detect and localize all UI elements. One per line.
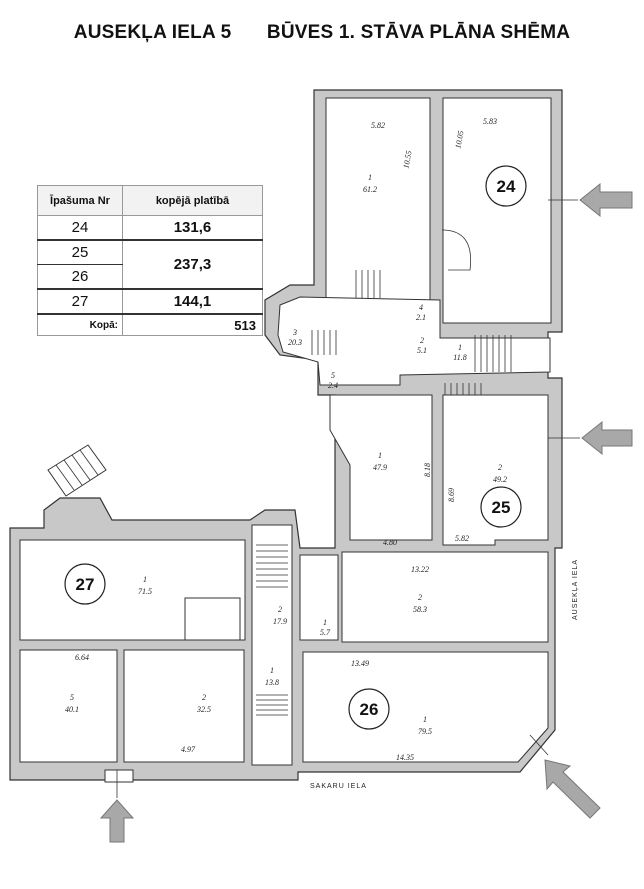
svg-text:4.80: 4.80 [383,538,397,547]
room-label-area: 17.9 [273,617,287,626]
room-label-area: 5.1 [417,346,427,355]
table-row: 27 144,1 [37,288,263,315]
header-total-area: kopējā platībā [122,185,263,216]
svg-text:13.49: 13.49 [351,659,369,668]
room-27-wc [184,597,241,641]
room-25-2 [442,394,549,546]
cell-area: 131,6 [122,215,263,241]
room-label-no: 3 [292,328,297,337]
table-row: 25 237,3 [37,239,263,290]
table-total-row: Kopā: 513 [37,313,263,336]
room-27-5 [19,649,118,763]
room-label-no: 2 [278,605,282,614]
room-label-area: 71.5 [138,587,152,596]
stair-hall [277,296,551,386]
room-label-area: 49.2 [493,475,507,484]
room-labels: 1 61.2 1 47.9 2 49.2 2 58.3 1 79.5 1 71.5 5 40.… [65,173,507,736]
svg-text:27: 27 [76,575,95,594]
room-24-1 [325,97,431,301]
room-label-no: 1 [458,343,462,352]
table-row: 24 131,6 [37,215,263,241]
room-26-2 [341,551,549,643]
svg-text:5.83: 5.83 [483,117,497,126]
street-label-sakaru: SAKARU IELA [310,783,367,790]
room-label-no: 1 [378,451,382,460]
page-title: AUSEKĻA IELA 5 BŪVES 1. STĀVA PLĀNA SHĒM… [0,22,644,44]
room-label-area: 61.2 [363,185,377,194]
property-marker-24: 24 [485,165,527,207]
walls [9,89,563,781]
svg-text:5.82: 5.82 [455,534,469,543]
property-marker-25: 25 [480,486,522,528]
room-label-no: 1 [323,618,327,627]
svg-text:6.64: 6.64 [75,653,89,662]
room-24-main [442,97,552,324]
street-label-ausekla: AUSEKĻA IELA [572,559,579,620]
stairwell [251,524,293,766]
room-label-no: 4 [419,303,423,312]
room-label-area: 13.8 [265,678,279,687]
room-label-area: 79.5 [418,727,432,736]
cell-nr: 25 [37,239,123,265]
svg-text:5.82: 5.82 [371,121,385,130]
property-marker-26: 26 [348,688,390,730]
room-26-1 [302,651,549,763]
room-label-no: 2 [418,593,422,602]
room-label-no: 2 [498,463,502,472]
room-label-area: 32.5 [196,705,211,714]
svg-text:8.69: 8.69 [447,488,456,502]
cell-area: 144,1 [122,288,263,315]
svg-text:14.35: 14.35 [396,753,414,762]
room-label-area: 2.1 [416,313,426,322]
entrance-arrow-icon [529,734,601,819]
room-label-no: 2 [420,336,424,345]
svg-text:10.05: 10.05 [454,130,466,149]
entrance-arrow-icon [548,420,633,456]
property-marker-27: 27 [64,563,106,605]
room-label-area: 2.4 [328,381,338,390]
room-label-area: 11.8 [453,353,466,362]
room-label-no: 1 [143,575,147,584]
room-label-area: 20.3 [288,338,302,347]
table-row: 26 [37,264,263,290]
svg-text:4.97: 4.97 [181,745,196,754]
room-label-area: 47.9 [373,463,387,472]
room-label-area: 40.1 [65,705,79,714]
svg-text:26: 26 [360,700,379,719]
room-label-no: 2 [202,693,206,702]
dimension-labels: 5.82 5.83 10.55 10.05 13.22 13.49 14.35 … [75,117,497,762]
room-label-no: 5 [70,693,74,702]
cell-area: 237,3 [122,239,263,290]
entrance-arrow-icon [548,182,633,218]
cell-nr: 26 [37,264,123,290]
svg-text:13.22: 13.22 [411,565,429,574]
room-label-area: 5.7 [320,628,331,637]
svg-text:25: 25 [492,498,511,517]
title-address: AUSEKĻA IELA 5 [73,22,232,43]
room-25-1 [329,394,433,541]
total-value: 513 [122,313,263,336]
room-small-corridor [299,554,339,641]
svg-text:8.18: 8.18 [423,463,432,477]
svg-text:10.55: 10.55 [402,150,414,169]
room-label-no: 5 [331,371,335,380]
title-subtitle: BŪVES 1. STĀVA PLĀNA SHĒMA [266,22,571,43]
svg-text:24: 24 [497,177,516,196]
room-label-no: 1 [368,173,372,182]
header-property-nr: Īpašuma Nr [37,185,123,216]
room-label-no: 1 [270,666,274,675]
room-label-no: 1 [423,715,427,724]
area-table: Īpašuma Nr kopējā platībā 24 131,6 25 23… [37,185,263,336]
room-label-area: 58.3 [413,605,427,614]
stairs [47,229,512,783]
room-27-2 [123,649,245,763]
cell-nr: 27 [37,288,123,315]
entrance-arrow-icon [99,770,135,843]
table-header-row: Īpašuma Nr kopējā platībā [37,185,263,216]
